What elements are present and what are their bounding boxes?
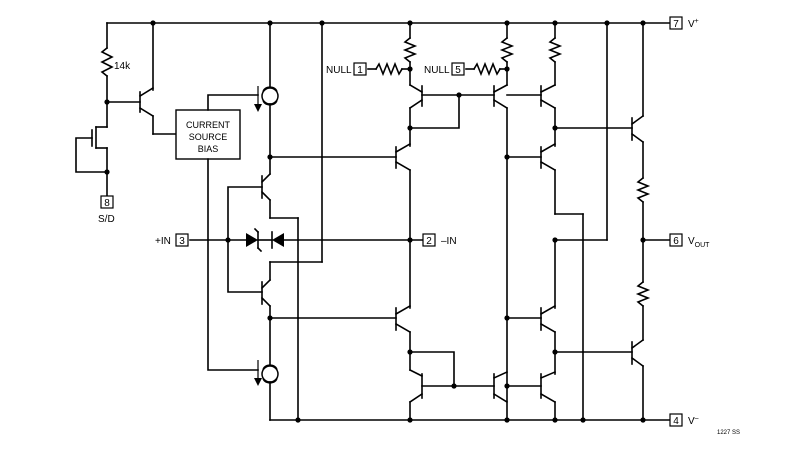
plus-in-label: +IN [155, 236, 171, 247]
pin-1: 1 [353, 62, 367, 76]
bias-label-2: SOURCE [189, 132, 228, 142]
pin-7-number: 7 [673, 19, 679, 30]
pin-7: 7 [669, 16, 683, 30]
shutdown-section [75, 22, 177, 197]
pin-4-number: 4 [673, 416, 679, 427]
top-current-source [254, 22, 279, 158]
null-right-label: NULL [424, 65, 450, 76]
gain-stage [506, 22, 633, 421]
pin-5: 5 [451, 62, 465, 76]
figure-id: 1227 SS [717, 430, 740, 436]
pin-3-number: 3 [179, 236, 185, 247]
vplus-label: V+ [688, 18, 699, 30]
pin-2: 2 [422, 233, 436, 247]
resistor-14k-label: 14k [114, 61, 131, 72]
pin-6-number: 6 [673, 236, 679, 247]
current-source-bias-block: CURRENT SOURCE BIAS [175, 94, 259, 371]
null-left-label: NULL [326, 65, 352, 76]
output-stage [630, 22, 671, 421]
vout-label: VOUT [688, 236, 710, 249]
pin-8-number: 8 [104, 198, 110, 209]
vminus-label: V– [688, 415, 699, 427]
junction-dots [104, 20, 646, 423]
input-stage [189, 22, 424, 319]
bias-label-3: BIAS [198, 144, 219, 154]
pin-4: 4 [669, 413, 683, 427]
pin-5-number: 5 [455, 65, 461, 76]
pin-6: 6 [669, 233, 683, 247]
sd-label: S/D [98, 214, 115, 225]
bias-label-1: CURRENT [186, 120, 231, 130]
pin-1-number: 1 [357, 65, 363, 76]
null-section [367, 22, 515, 421]
pin-3: 3 [175, 233, 189, 247]
bottom-current-source [254, 317, 279, 421]
minus-in-label: –IN [441, 236, 457, 247]
pin-8: 8 [100, 195, 114, 209]
pin-2-number: 2 [426, 236, 432, 247]
